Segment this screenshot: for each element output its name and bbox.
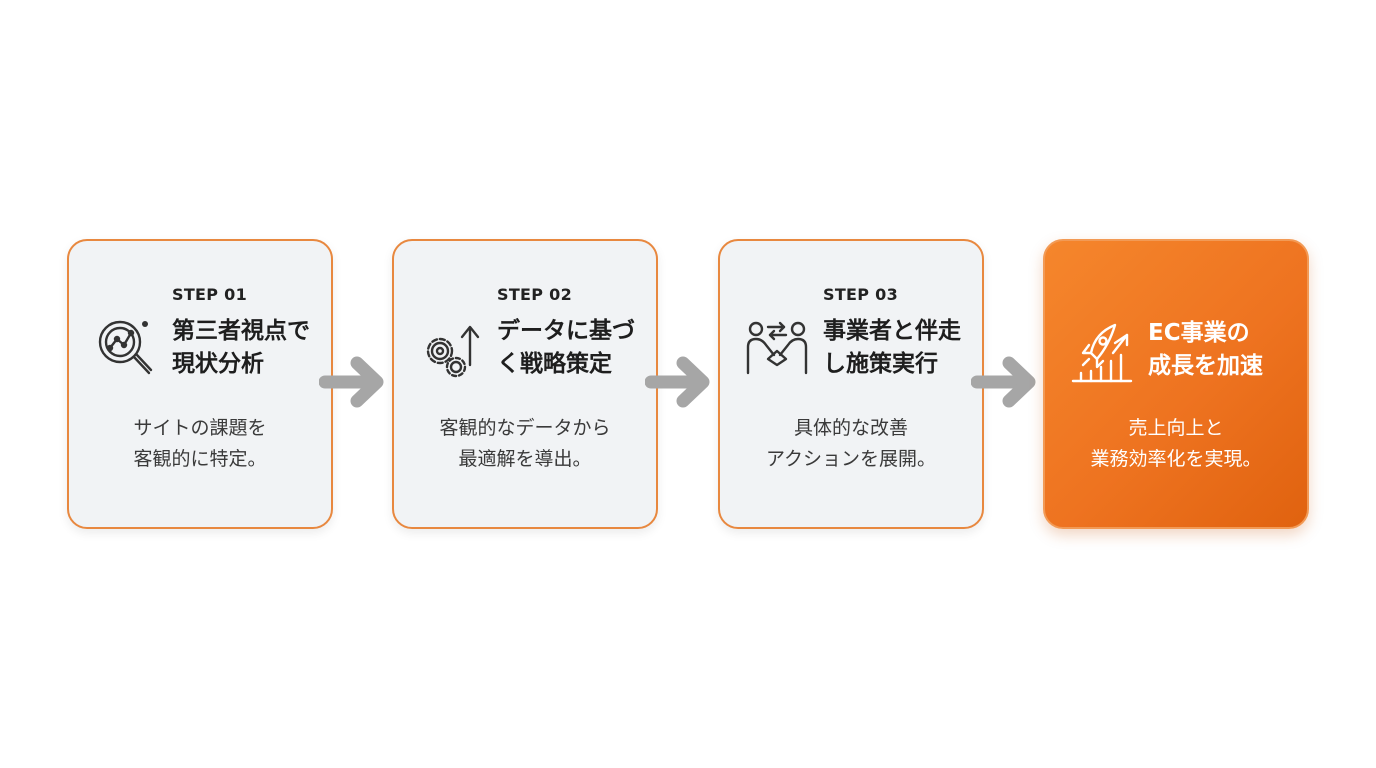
goal-description: 売上向上と 業務効率化を実現。 (1090, 417, 1262, 470)
gears-arrow-up-icon (426, 325, 480, 378)
step-card-1: STEP 01 第三者視点で 現状分析 サイトの課題を 客観的に特定。 (67, 239, 333, 529)
arrow-right-icon (645, 356, 710, 408)
goal-title: EC事業の 成長を加速 (1148, 320, 1263, 379)
step-title: 事業者と伴走 し施策実行 (823, 318, 961, 377)
rocket-growth-chart-icon (1071, 323, 1133, 383)
goal-card: EC事業の 成長を加速 売上向上と 業務効率化を実現。 (1043, 239, 1309, 529)
step-description: 客観的なデータから 最適解を導出。 (439, 417, 611, 470)
step-description: 具体的な改善 アクションを展開。 (765, 417, 937, 470)
step-title: データに基づ く戦略策定 (497, 318, 635, 377)
step-label: STEP 02 (497, 285, 573, 304)
step-card-3: STEP 03 事業者と伴走 し施策実行 具体的な改善 アクションを展開。 (718, 239, 984, 529)
step-card-2: STEP 02 データに基づ く戦略策定 客観的なデータから 最適解を導出。 (392, 239, 658, 529)
step-description: サイトの課題を 客観的に特定。 (133, 417, 267, 470)
step-label: STEP 03 (823, 285, 899, 304)
arrow-right-icon (971, 356, 1036, 408)
step-title: 第三者視点で 現状分析 (172, 318, 310, 377)
arrow-right-icon (319, 356, 384, 408)
step-label: STEP 01 (172, 285, 248, 304)
magnifier-chart-icon (98, 320, 153, 375)
people-handshake-icon (746, 321, 808, 375)
